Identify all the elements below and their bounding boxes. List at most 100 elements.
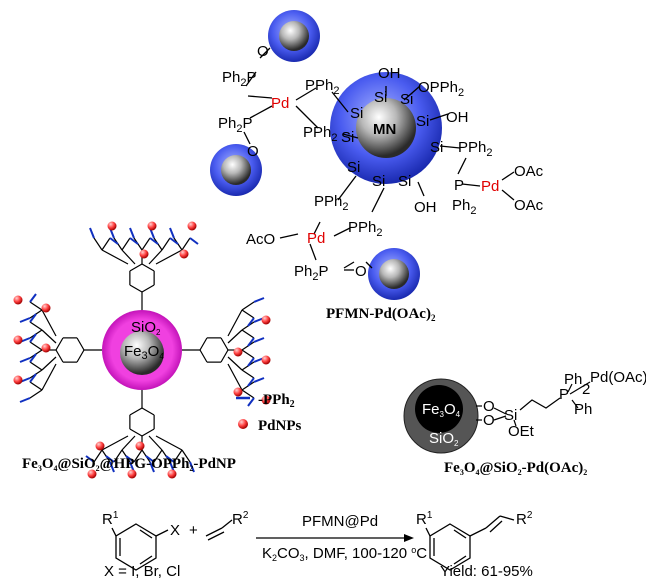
oh-label-right: OH [446,109,469,126]
catalyst-pfmn: MN [210,10,544,323]
dendrimer-branch [41,329,57,344]
svg-text:PPh2: PPh2 [314,193,348,213]
pd-label-1: Pd [271,95,289,112]
catalyst2-name: Fe3O4@SiO2@HPG-OPPh2-PdNP [22,456,236,473]
r2-product-label: R2 [516,510,533,528]
plus-sign: + [189,522,198,539]
catalyst-fe3o4-sio2-pd: Fe3O4 SiO2 O O Si OEt P Ph Ph 2 Pd(OAc)2… [403,369,646,477]
pd-nanoparticle [261,355,271,365]
aco-label: AcO [246,231,275,248]
pph2-ligand [29,293,37,303]
pph2-ligand [19,317,31,323]
fe3o4-label: Fe3O4 [124,343,164,362]
o-label-c3-2: O [483,412,495,429]
o-label-3: O [355,263,367,280]
pd-nanoparticle [179,249,189,259]
dendrimer-twig [29,361,43,371]
oet-label: OEt [508,423,535,440]
dendrimer-twig [101,237,111,251]
pph2-ligand [189,461,195,473]
dendrimer-hub-bond [141,428,155,437]
dendrimer-branch [148,249,163,265]
o-label-c3-1: O [483,398,495,415]
dendrimer-twig [29,341,43,351]
pph2-ligand [105,455,115,463]
dendrimer-branch [41,356,57,371]
dendrimer-hub-bond [141,407,155,416]
si-label-9: Si [398,173,411,190]
pph2-ligand [29,373,37,383]
si-label-5: Si [341,129,354,146]
nanoparticle-bottom [368,248,420,300]
dendrimer-twig [161,237,171,251]
dendrimer-hub-bond [220,349,229,363]
pph2-ligand [169,237,179,245]
dendrimer-branch [148,435,163,451]
r1-label: R1 [102,510,119,528]
dendrimer-hub-bond [129,263,143,272]
pph2-ligand [247,357,255,367]
dendrimer-branch [227,363,243,391]
dendrimer-branch [101,435,129,451]
pph2-ligand [165,455,175,463]
p-label-c3: P [559,386,569,403]
pph2-label-1: PPh2 [305,77,339,97]
dendrimer-twig [29,321,43,331]
pph2-label-2: PPh2 [303,124,337,144]
pph2-ligand [253,297,265,303]
svg-text:Ph2: Ph2 [452,197,476,217]
sio2-label-2: SiO2 [429,430,459,448]
r1-product-label: R1 [416,510,433,528]
svg-text:Ph2P: Ph2P [294,263,329,283]
si-label-3: Si [350,105,363,122]
x-label: X [170,522,180,539]
pd-nanoparticle [95,441,105,451]
svg-text:PPh2: PPh2 [303,124,337,144]
oh-label-bottom: OH [414,199,437,216]
dendrimer-branch [101,249,129,265]
dendrimer-twig [241,369,255,379]
dendrimer-hub-bond [199,349,208,363]
dendrimer-branch [155,435,183,451]
fe3o4-sio2-core: Fe3O4 SiO2 [102,310,182,390]
legend-pdnp: PdNPs [258,418,302,434]
pph2-ligand [19,357,31,363]
conditions-label: K2CO3, DMF, 100-120 oC [262,545,427,563]
pph2-ligand [247,397,255,407]
dendrimer-twig [29,301,43,311]
pdoac-label-c3: Pd(OAc)2 [590,369,646,387]
dendrimer-branch [121,435,136,451]
pd-nanoparticle [13,375,23,385]
dendrimer-branch [41,309,57,337]
dendrimer-hub-bond [55,337,64,351]
ph-label-c3-2: Ph [574,401,592,418]
si-label-4: Si [416,113,429,130]
pph2-label-4: PPh2 [314,193,348,213]
pph2-ligand [247,377,255,387]
pd-nanoparticle [13,295,23,305]
pph2-ligand [247,317,255,327]
dendrimer-branch [121,249,136,265]
pd-nanoparticle [13,335,23,345]
svg-text:PPh2: PPh2 [458,139,492,159]
ph2p-label-3: Ph2P [294,263,329,283]
dendrimer-twig [241,389,255,399]
pph2-ligand [169,227,175,239]
o-label-2: O [247,143,259,160]
core-label: MN [373,121,396,138]
dendrimer-twig [93,449,103,463]
catalyst3-name: Fe3O4@SiO2-Pd(OAc)2 [444,460,587,477]
pd-nanoparticle [107,221,117,231]
si-label-2: Si [400,91,413,108]
dendrimer-hub-bond [129,284,143,293]
dendrimer-hub-bond [199,337,208,351]
pd-nanoparticle [41,303,51,313]
si-label-6: Si [430,139,443,156]
dendrimer-twig [121,237,131,251]
si-label-7: Si [347,159,360,176]
dendrimer-twig [93,237,103,251]
r2-label: R2 [232,510,249,528]
pph2-ligand [129,227,135,239]
pph2-ligand [125,455,135,463]
yield-label: Yield: 61-95% [440,563,533,580]
